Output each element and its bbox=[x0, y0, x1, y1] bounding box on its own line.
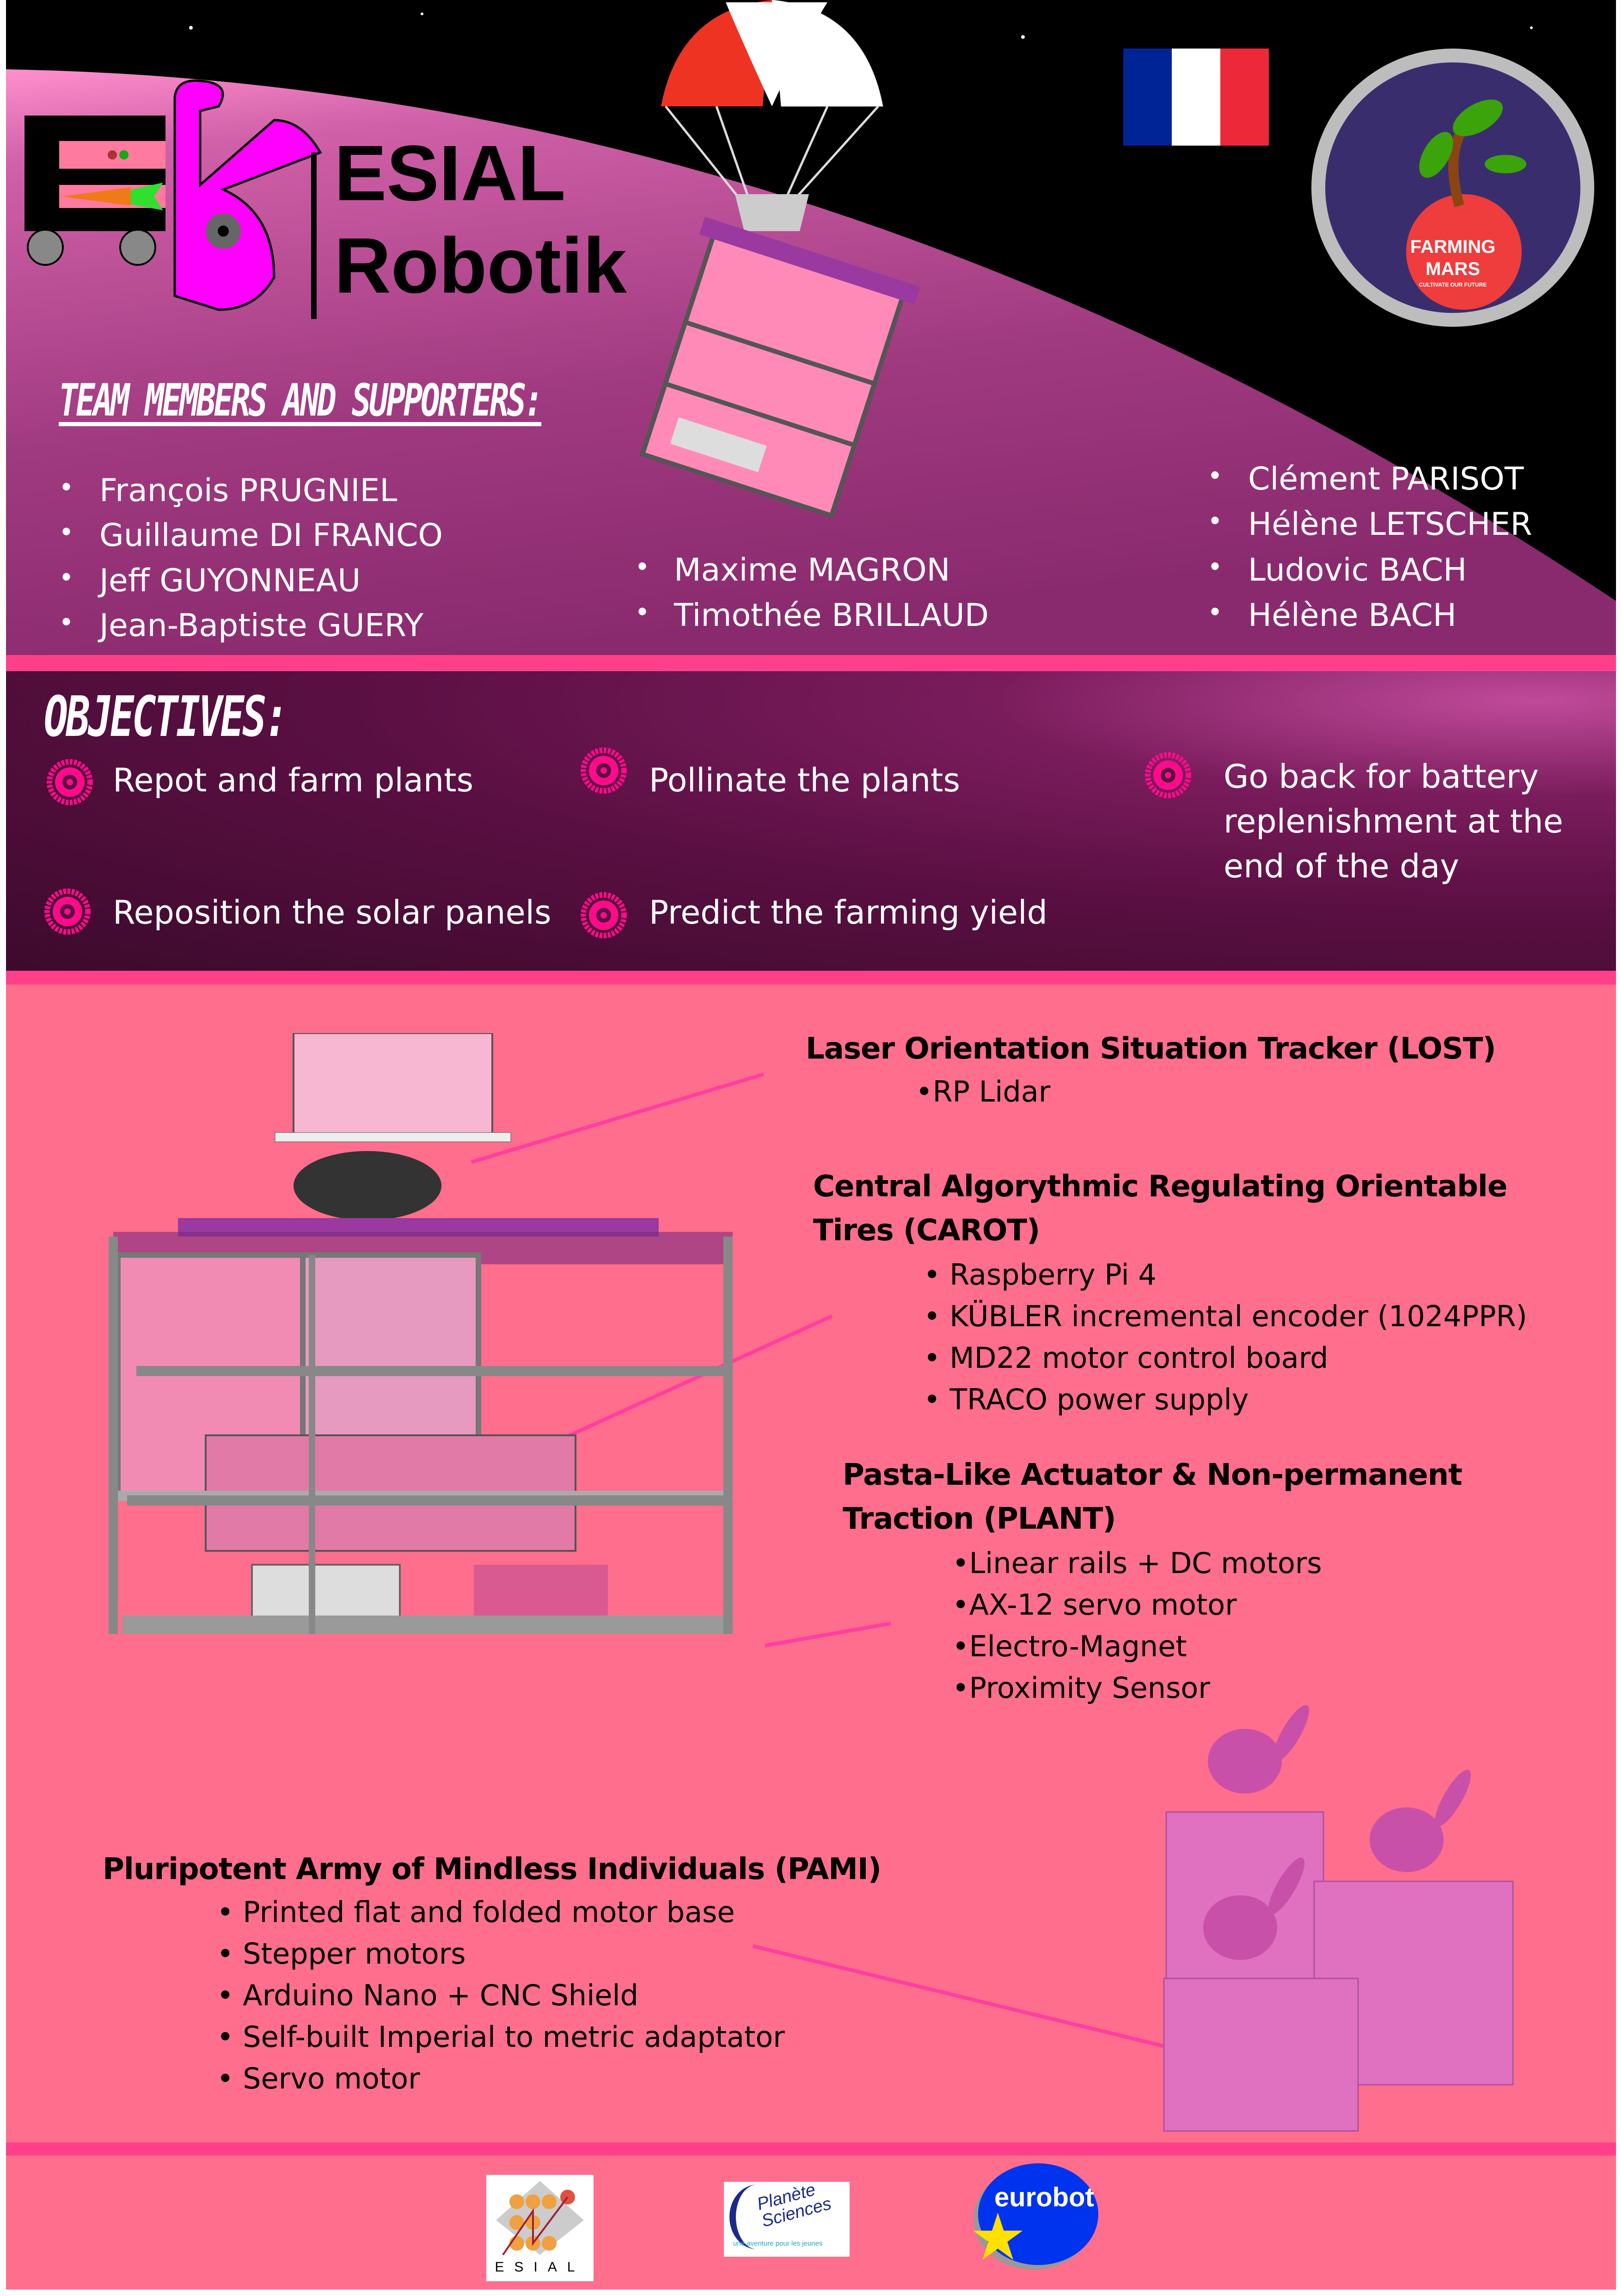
carot-title-line: Central Algorythmic Regulating Orientabl… bbox=[813, 1169, 1507, 1204]
team-member: Jeff GUYONNEAU bbox=[99, 563, 361, 599]
gear-icon bbox=[1145, 752, 1191, 798]
pami-robots-image bbox=[1163, 1705, 1514, 2132]
badge-title: FARMING MARS CULTIVATE OUR FUTURE bbox=[1325, 236, 1580, 289]
pami-item: • Self-built Imperial to metric adaptato… bbox=[217, 2020, 785, 2054]
lost-title: Laser Orientation Situation Tracker (LOS… bbox=[806, 1032, 1496, 1066]
divider-stripe bbox=[6, 2143, 1616, 2155]
carot-item: • Raspberry Pi 4 bbox=[924, 1258, 1157, 1292]
gear-icon bbox=[581, 892, 627, 938]
carot-item: • MD22 motor control board bbox=[924, 1341, 1328, 1375]
objective-item-battery: Go back for battery replenishment at the… bbox=[1224, 754, 1563, 889]
eurobot-text: eurobot bbox=[994, 2182, 1094, 2212]
plant-icon bbox=[1406, 99, 1526, 310]
esial-sponsor-logo[interactable]: ESIAL bbox=[486, 2175, 594, 2281]
carot-list: • Raspberry Pi 4 • KÜBLER incremental en… bbox=[924, 1254, 1527, 1420]
carot-title: Central Algorythmic Regulating Orientabl… bbox=[813, 1165, 1507, 1253]
team-member: Maxime MAGRON bbox=[674, 552, 950, 588]
badge-mars: MARS bbox=[1426, 259, 1480, 279]
logo-robotik: Robotik bbox=[334, 222, 627, 310]
pami-item: • Stepper motors bbox=[217, 1937, 466, 1971]
eurobot-circle bbox=[978, 2163, 1098, 2265]
lost-item: •RP Lidar bbox=[916, 1075, 1051, 1108]
farming-mars-badge: FARMING MARS CULTIVATE OUR FUTURE bbox=[1311, 49, 1594, 327]
team-member: Hélène LETSCHER bbox=[1248, 506, 1532, 543]
team-member: Hélène BACH bbox=[1248, 597, 1457, 634]
logo-esial: ESIAL bbox=[334, 129, 566, 217]
objective-item: Predict the farming yield bbox=[649, 894, 1048, 931]
team-member: François PRUGNIEL bbox=[99, 472, 398, 509]
pami-list: • Printed flat and folded motor base • S… bbox=[217, 1892, 785, 2100]
pami-item: • Printed flat and folded motor base bbox=[217, 1895, 735, 1929]
carot-title-line: Tires (CAROT) bbox=[813, 1213, 1040, 1248]
eurobot-sponsor-logo[interactable]: eurobot ★ bbox=[960, 2163, 1121, 2279]
robot-details-section: Laser Orientation Situation Tracker (LOS… bbox=[6, 985, 1616, 2143]
pami-title: Pluripotent Army of Mindless Individuals… bbox=[103, 1852, 881, 1886]
planete-tagline: une aventure pour les jeunes bbox=[733, 2240, 823, 2247]
plant-list: •Linear rails + DC motors •AX-12 servo m… bbox=[952, 1543, 1322, 1709]
main-robot-cad-image bbox=[109, 1033, 733, 1634]
objectives-section: OBJECTIVES: Repot and farm plants Pollin… bbox=[6, 671, 1616, 971]
plant-item: •Linear rails + DC motors bbox=[952, 1546, 1322, 1580]
objective-line: end of the day bbox=[1224, 847, 1459, 885]
objective-item: Reposition the solar panels bbox=[113, 894, 551, 931]
badge-farming: FARMING bbox=[1410, 237, 1496, 257]
star-icon: ★ bbox=[969, 2201, 1027, 2273]
pami-item: • Servo motor bbox=[217, 2062, 420, 2095]
france-flag bbox=[1123, 49, 1269, 146]
objective-item: Pollinate the plants bbox=[649, 761, 961, 799]
logo-divider bbox=[311, 153, 317, 319]
divider-stripe bbox=[6, 655, 1616, 671]
esial-logo-text: ESIAL bbox=[495, 2259, 585, 2275]
team-heading: TEAM MEMBERS AND SUPPORTERS: bbox=[59, 374, 544, 426]
esial-logo-icon bbox=[496, 2181, 584, 2256]
objective-item: Repot and farm plants bbox=[113, 761, 474, 799]
team-member: Clément PARISOT bbox=[1248, 461, 1524, 497]
team-member: Ludovic BACH bbox=[1248, 552, 1467, 588]
objective-line: Go back for battery bbox=[1224, 758, 1539, 796]
gear-icon bbox=[44, 888, 91, 935]
parachute-robot-image bbox=[639, 0, 921, 519]
carot-item: • KÜBLER incremental encoder (1024PPR) bbox=[924, 1299, 1527, 1333]
divider-stripe bbox=[6, 971, 1616, 985]
team-member: Timothée BRILLAUD bbox=[674, 597, 989, 634]
header-section: ESIAL Robotik FAR bbox=[6, 0, 1616, 655]
plant-title-line: Traction (PLANT) bbox=[843, 1502, 1116, 1536]
gear-icon bbox=[581, 747, 627, 794]
objective-line: replenishment at the bbox=[1224, 802, 1563, 840]
plant-item: •Proximity Sensor bbox=[952, 1671, 1210, 1705]
plant-item: •AX-12 servo motor bbox=[952, 1588, 1237, 1622]
plant-title: Pasta-Like Actuator & Non-permanent Trac… bbox=[843, 1453, 1463, 1541]
team-member: Guillaume DI FRANCO bbox=[99, 517, 443, 554]
carot-item: • TRACO power supply bbox=[924, 1383, 1249, 1416]
plant-item: •Electro-Magnet bbox=[952, 1629, 1187, 1663]
pami-item: • Arduino Nano + CNC Shield bbox=[217, 1978, 639, 2012]
objectives-heading: OBJECTIVES: bbox=[44, 685, 288, 749]
gear-icon bbox=[47, 759, 93, 805]
badge-tagline: CULTIVATE OUR FUTURE bbox=[1419, 282, 1487, 288]
esial-robotik-logo-bunny-cart bbox=[24, 79, 322, 311]
team-member: Jean-Baptiste GUERY bbox=[99, 607, 424, 644]
plant-title-line: Pasta-Like Actuator & Non-permanent bbox=[843, 1458, 1463, 1492]
